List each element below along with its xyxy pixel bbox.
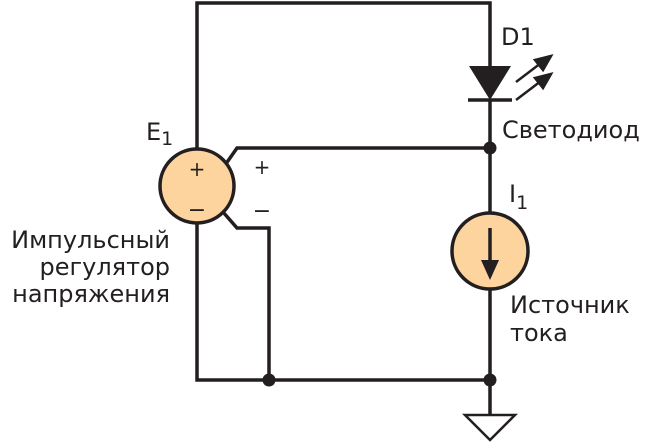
source-description-line-2: регулятор (40, 253, 171, 281)
voltage-source-e1: + − (158, 147, 236, 225)
voltage-source-body (158, 147, 236, 225)
led-description: Светодиод (502, 116, 640, 144)
led-triangle (469, 66, 511, 100)
source-description-line-3: напряжения (12, 280, 170, 308)
led-d1 (468, 54, 554, 102)
junction-dot (483, 141, 497, 155)
light-emission-icon (515, 54, 554, 101)
junction-dot (262, 373, 276, 387)
wire-sense-minus (221, 210, 271, 380)
current-source-designator: I1 (509, 180, 528, 214)
wires (195, 1, 492, 415)
junction-dot (483, 373, 497, 387)
current-source-description-line-2: тока (510, 319, 568, 347)
sense-plus-label: + (254, 155, 271, 179)
source-designator-sub: 1 (161, 128, 173, 150)
source-plus-inner: + (189, 157, 206, 181)
wire-bottom-rail (195, 215, 490, 382)
led-designator: D1 (501, 23, 535, 51)
sense-minus-label: − (253, 199, 271, 224)
source-designator: E1 (146, 118, 173, 150)
wire-top-loop (195, 1, 492, 155)
arrow-down-icon (481, 260, 499, 280)
current-source-description-line-1: Источник (510, 291, 630, 319)
source-minus-inner: − (188, 198, 206, 223)
wire-sense-plus (221, 146, 490, 170)
current-source-i1 (450, 211, 530, 291)
ground-icon (461, 413, 519, 442)
source-description-line-1: Импульсный (11, 226, 170, 254)
current-source-designator-sub: 1 (516, 192, 528, 214)
